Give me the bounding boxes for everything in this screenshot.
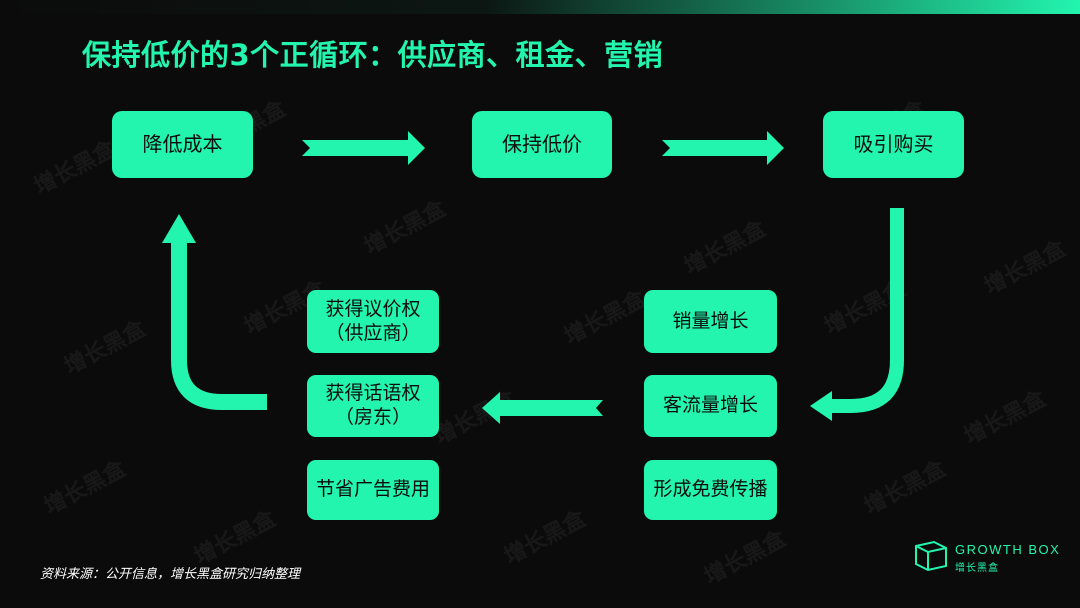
node-attract-purchase-label: 吸引购买 [853,132,934,156]
node-reduce-cost-label: 降低成本 [142,132,223,156]
node-attract-purchase: 吸引购买 [823,111,964,178]
arrow-right-2 [662,131,784,165]
growth-box-logo-icon [915,540,947,572]
arrow-up-curve [171,240,267,410]
arrow-left-middle [482,392,603,424]
node-reduce-cost: 降低成本 [112,111,253,178]
arrow-down-curve-head [810,391,832,421]
page-title: 保持低价的3个正循环：供应商、租金、营销 [82,38,664,72]
top-accent-bar [0,0,1080,14]
node-voice-power: 获得话语权 （房东） [307,375,439,437]
node-free-spread: 形成免费传播 [644,460,777,520]
node-keep-low-price-label: 保持低价 [502,132,582,156]
logo-text-en: GROWTH BOX [955,542,1061,557]
arrow-right-1 [302,131,425,165]
node-bargaining-power: 获得议价权 （供应商） [307,290,439,353]
node-voice-power-sub: （房东） [334,406,411,428]
source-note: 资料来源：公开信息，增长黑盒研究归纳整理 [40,567,301,582]
node-sales-growth-label: 销量增长 [672,309,749,332]
logo-text-cn: 增长黑盒 [955,563,999,574]
node-traffic-growth-label: 客流量增长 [662,394,758,417]
node-bargaining-power-label: 获得议价权 [325,297,421,320]
node-sales-growth: 销量增长 [644,290,777,353]
arrow-down-curve [830,208,904,413]
arrow-up-curve-head [162,214,196,243]
node-free-spread-label: 形成免费传播 [653,478,768,501]
node-keep-low-price: 保持低价 [472,111,612,178]
node-voice-power-label: 获得话语权 [325,382,421,405]
node-bargaining-power-sub: （供应商） [325,321,421,344]
node-save-ad-cost-label: 节省广告费用 [315,478,430,501]
node-save-ad-cost: 节省广告费用 [307,460,439,520]
node-traffic-growth: 客流量增长 [644,375,777,437]
